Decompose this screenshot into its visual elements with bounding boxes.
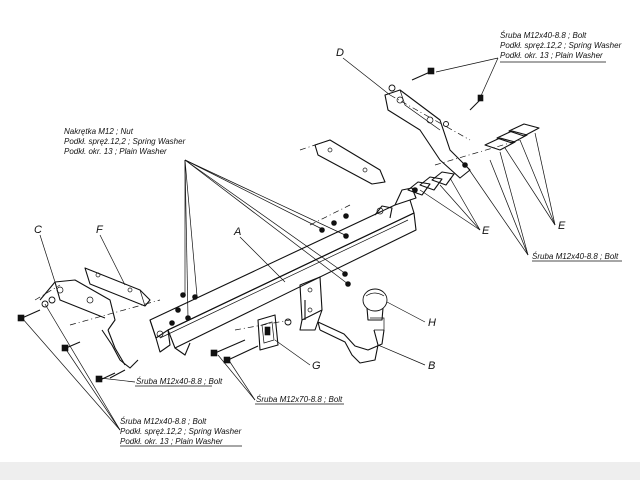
socket-plate-g — [257, 314, 279, 351]
spacer-plates-e-right — [484, 123, 540, 151]
leader-lines — [21, 57, 556, 431]
left-arm-c — [39, 279, 139, 369]
ball-h — [362, 288, 388, 321]
note-bottom-left-line-3: Podkł. okr. 13 ; Plain Washer — [120, 437, 223, 446]
note-top-right-line-2: Podkł. spręż.12,2 ; Spring Washer — [500, 41, 622, 50]
bolts-and-nuts — [17, 67, 484, 383]
label-e-middle: E — [482, 225, 490, 237]
label-b: B — [428, 360, 435, 372]
note-bottom-left: Śruba M12x40-8.8 ; Bolt Podkł. spręż.12,… — [120, 417, 242, 446]
note-bolt-center: Śruba M12x70-8.8 ; Bolt — [256, 395, 343, 404]
right-arm-d — [314, 89, 471, 185]
label-f: F — [96, 224, 104, 236]
label-a: A — [233, 226, 241, 238]
note-bolt-left-small: Śruba M12x40-8.8 ; Bolt — [136, 377, 223, 386]
label-underlines — [120, 61, 622, 447]
bottom-band — [0, 462, 640, 480]
note-top-right-line-3: Podkł. okr. 13 ; Plain Washer — [500, 51, 603, 60]
note-top-right: Śruba M12x40-8.8 ; Bolt Podkł. spręż.12,… — [500, 31, 622, 60]
note-bottom-left-line-2: Podkł. spręż.12,2 ; Spring Washer — [120, 427, 242, 436]
note-bottom-left-line-1: Śruba M12x40-8.8 ; Bolt — [120, 417, 207, 426]
label-c: C — [34, 224, 42, 236]
note-nut-group: Nakrętka M12 ; Nut Podkł. spręż.12,2 ; S… — [64, 127, 186, 156]
spacer-plates-e-middle — [407, 171, 455, 196]
assembly-axes — [34, 94, 521, 331]
label-g: G — [312, 360, 321, 372]
label-h: H — [428, 317, 436, 329]
note-nut-line-3: Podkł. okr. 13 ; Plain Washer — [64, 147, 167, 156]
ball-neck-b — [317, 317, 385, 364]
note-nut-line-2: Podkł. spręż.12,2 ; Spring Washer — [64, 137, 186, 146]
label-e-right: E — [558, 220, 566, 232]
note-bolt-right: Śruba M12x40-8.8 ; Bolt — [532, 252, 619, 261]
left-plate-f — [84, 267, 151, 307]
label-d: D — [336, 47, 344, 59]
note-nut-line-1: Nakrętka M12 ; Nut — [64, 127, 134, 136]
note-top-right-line-1: Śruba M12x40-8.8 ; Bolt — [500, 31, 587, 40]
crossbar-a — [149, 187, 417, 356]
center-bracket — [299, 276, 323, 331]
